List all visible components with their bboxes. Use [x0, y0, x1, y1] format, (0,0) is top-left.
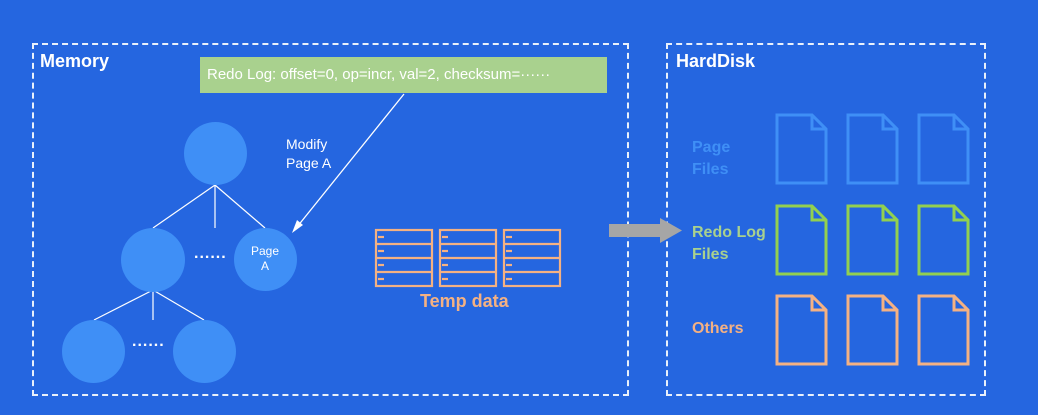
- other-file-icon-1: [775, 294, 828, 366]
- harddisk-title: HardDisk: [676, 51, 756, 71]
- transfer-arrow-shaft: [609, 224, 661, 237]
- temp-data-label: Temp data: [420, 291, 509, 311]
- redo-file-icon-2: [846, 204, 899, 276]
- others-label: Others: [692, 320, 744, 337]
- temp-block-3: [502, 228, 562, 288]
- temp-data-grid: [374, 228, 562, 288]
- memory-panel: Memory: [32, 43, 629, 396]
- page-files-line2: Files: [692, 161, 729, 178]
- modify-page-a-label: Modify Page A: [286, 135, 331, 173]
- page-files-line1: Page: [692, 139, 731, 156]
- page-a-line2: A: [260, 259, 269, 273]
- tree-root-node: [184, 122, 247, 185]
- modify-arrow-head: [292, 220, 303, 233]
- edge-left-gr: [152, 289, 205, 321]
- modify-arrow-line: [296, 93, 405, 228]
- tree-ellipsis-level2: ......: [132, 333, 165, 350]
- tree-left-child-node: [121, 228, 185, 292]
- transfer-arrow-head: [660, 218, 682, 243]
- edge-root-left: [152, 184, 216, 229]
- edge-left-gl: [93, 289, 154, 321]
- temp-block-2: [438, 228, 498, 288]
- other-file-icon-3: [917, 294, 970, 366]
- tree-grandchild-left-node: [62, 320, 125, 383]
- redo-file-icon-1: [775, 204, 828, 276]
- modify-label-line2: Page A: [286, 155, 332, 171]
- tree-page-a-node: [234, 228, 297, 291]
- page-a-label: Page A: [235, 244, 295, 274]
- redo-file-icon-3: [917, 204, 970, 276]
- redo-log-files-line2: Files: [692, 246, 729, 263]
- page-file-icon-1: [775, 113, 828, 185]
- harddisk-panel: HardDisk: [666, 43, 986, 396]
- page-file-icon-2: [846, 113, 899, 185]
- page-file-icon-3: [917, 113, 970, 185]
- others-files-icons: [775, 294, 970, 366]
- page-files-label: Page Files: [692, 137, 730, 181]
- modify-label-line1: Modify: [286, 136, 328, 152]
- other-file-icon-2: [846, 294, 899, 366]
- redo-log-files-line1: Redo Log: [692, 224, 766, 241]
- memory-title: Memory: [40, 51, 110, 71]
- redo-log-files-label: Redo Log Files: [692, 222, 766, 266]
- temp-block-1: [374, 228, 434, 288]
- edge-root-pagea: [214, 184, 266, 229]
- redo-log-files-icons: [775, 204, 970, 276]
- tree-ellipsis-level1: ......: [194, 245, 227, 262]
- page-a-line1: Page: [250, 244, 280, 258]
- redo-log-entry: Redo Log: offset=0, op=incr, val=2, chec…: [200, 57, 607, 93]
- tree-grandchild-right-node: [173, 320, 236, 383]
- page-files-icons: [775, 113, 970, 185]
